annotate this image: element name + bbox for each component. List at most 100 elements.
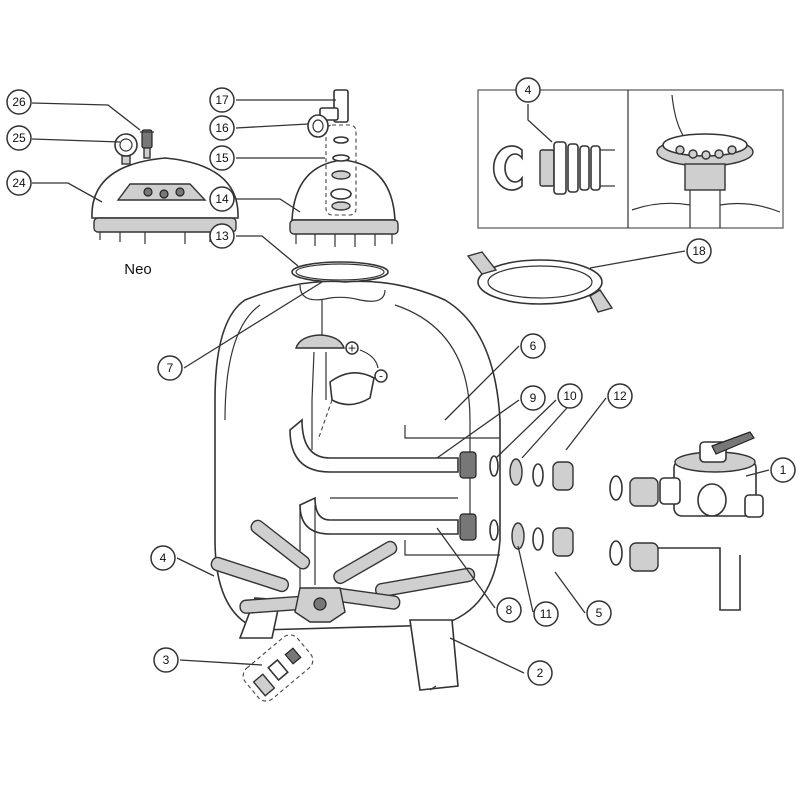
sight-glass-icon <box>307 114 329 138</box>
connector-body <box>539 149 555 187</box>
union-12-lower <box>552 527 574 557</box>
callout-circle <box>6 170 32 196</box>
callout-c3: 3 <box>153 647 179 673</box>
tank-neck <box>299 284 386 302</box>
lid-wrench-handle-right <box>589 289 614 313</box>
upper-internal-pipe <box>289 418 459 473</box>
callout-circle <box>607 383 633 409</box>
top-cover-assembly <box>289 124 399 247</box>
callout-c16: 16 <box>209 115 235 141</box>
callout-c4: 4 <box>150 545 176 571</box>
callout-c15: 15 <box>209 145 235 171</box>
lateral-4 <box>374 567 476 598</box>
callout-number: 13 <box>215 229 229 243</box>
callout-c25: 25 <box>6 125 32 151</box>
lid-wrench-handle-left <box>466 251 498 275</box>
connector-ring-3 <box>579 145 590 191</box>
callout-number: 5 <box>596 606 603 620</box>
top-cover-ring <box>289 219 399 235</box>
callout-c8: 8 <box>496 597 522 623</box>
callout-number: 7 <box>167 361 174 375</box>
gasket-9-lower <box>489 519 499 541</box>
callout-c13: 13 <box>209 223 235 249</box>
tank-o-ring <box>291 261 389 283</box>
callout-c2: 2 <box>527 660 553 686</box>
callout-circle <box>533 601 559 627</box>
sight-glass-part <box>307 114 329 138</box>
callout-circle <box>496 597 522 623</box>
callout-circle <box>770 457 796 483</box>
callout-circle <box>209 186 235 212</box>
callout-number: 26 <box>12 95 26 109</box>
callout-number: 17 <box>215 93 229 107</box>
lower-internal-pipe <box>299 496 459 535</box>
callout-circle <box>150 545 176 571</box>
callout-c9: 9 <box>520 385 546 411</box>
callout-circle <box>520 333 546 359</box>
callout-c6: 6 <box>520 333 546 359</box>
valve-handle <box>711 431 755 455</box>
callout-circle <box>157 355 183 381</box>
nut-10-lower <box>511 522 525 550</box>
air-purge-icon <box>141 129 153 149</box>
callout-c12: 12 <box>607 383 633 409</box>
lid-wrench-ring <box>477 259 603 305</box>
callout-circle <box>557 383 583 409</box>
union-12-upper <box>552 461 574 491</box>
callout-c5: 5 <box>586 600 612 626</box>
callout-circle <box>515 77 541 103</box>
callout-number: 14 <box>215 192 229 206</box>
callout-c1: 1 <box>770 457 796 483</box>
clip-c-shape <box>492 145 523 191</box>
callout-number: 9 <box>530 391 537 405</box>
diffuser-adjust-indicator: + - <box>345 341 388 383</box>
callout-circle <box>209 115 235 141</box>
callout-circle <box>686 238 712 264</box>
drain-dashed-group <box>242 634 314 702</box>
callout-circle <box>586 600 612 626</box>
upper-diffuser <box>295 334 345 349</box>
port-fittings <box>489 455 574 557</box>
upper-port-boss <box>459 451 477 479</box>
callout-c24: 24 <box>6 170 32 196</box>
lower-port-boss <box>459 513 477 541</box>
multiport-valve <box>609 431 764 611</box>
callout-number: 15 <box>215 151 229 165</box>
lateral-2 <box>250 519 311 570</box>
callout-circle <box>6 125 32 151</box>
callout-number: 1 <box>780 463 787 477</box>
pressure-gauge-part <box>114 133 138 165</box>
callout-circle <box>209 223 235 249</box>
callout-c17: 17 <box>209 87 235 113</box>
callout-number: 6 <box>530 339 537 353</box>
nut-10-upper <box>509 458 523 486</box>
connector-ring-2 <box>567 143 579 193</box>
leader-lines <box>31 99 770 674</box>
neo-model-label: Neo <box>124 261 152 278</box>
neo-lid-ring <box>93 217 237 233</box>
callout-c26: 26 <box>6 89 32 115</box>
callout-number: 12 <box>613 389 627 403</box>
callout-circle <box>209 87 235 113</box>
callout-number: 2 <box>537 666 544 680</box>
filter-tank <box>214 280 501 691</box>
tilted-diffuser <box>329 372 375 406</box>
callout-number: 18 <box>692 244 706 258</box>
gasket-9-upper <box>489 455 499 477</box>
callout-number: 8 <box>506 603 513 617</box>
plus-sign: + <box>347 342 356 355</box>
callout-circle <box>209 145 235 171</box>
neo-lid-assembly: Neo <box>91 157 239 278</box>
callout-c14: 14 <box>209 186 235 212</box>
callout-number: 25 <box>12 131 26 145</box>
callout-number: 4 <box>160 551 167 565</box>
laterals-assembly <box>210 519 476 623</box>
drain-assembly <box>242 634 314 702</box>
callout-number: 11 <box>540 607 553 621</box>
callout-number: 4 <box>525 83 532 97</box>
collector-neck <box>684 163 726 191</box>
callout-circle <box>527 660 553 686</box>
callout-number: 16 <box>215 121 229 135</box>
